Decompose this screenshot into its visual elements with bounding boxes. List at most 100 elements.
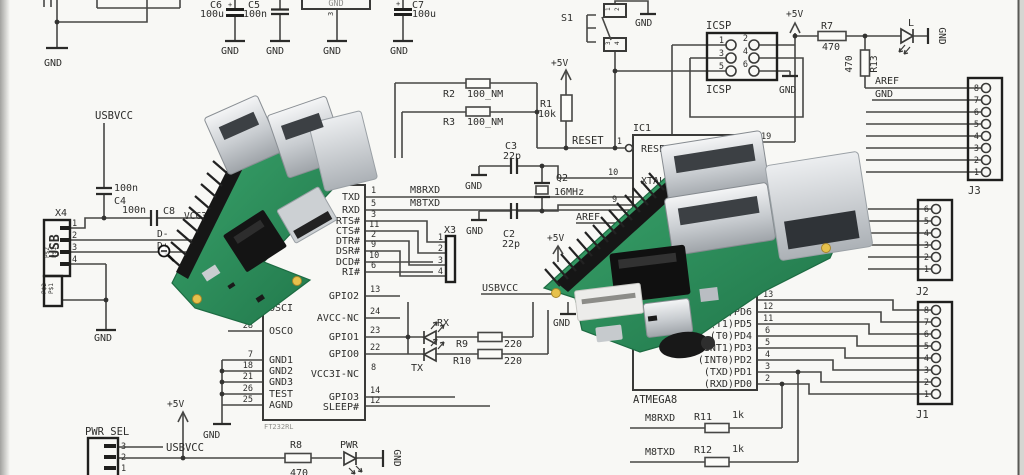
ft-sleep: SLEEP# [323,402,359,413]
icsp-pin2: 2 [743,34,748,44]
r2-value: 100_NM [467,89,503,100]
c5-ref: C5 [248,0,260,11]
ft-gpio3-num: 14 [370,386,380,396]
r1-ref: R1 [540,99,552,110]
ft-gpio2-num: 13 [370,285,380,295]
led-l-gnd: GND [936,27,947,44]
ic1-pd4: (T0)PD4 [710,331,752,342]
plus5v-arrows [177,21,801,423]
x4-pin4: 4 [72,255,77,265]
right-page-margin [1019,0,1024,475]
r11-value: 1k [732,410,744,421]
usb-slot [218,111,260,140]
j1-pin4: 4 [924,354,929,364]
ic1-pd0: (RXD)PD0 [704,379,752,390]
s1-pin2: 2 [614,7,621,11]
icsp-pin5: 5 [719,62,724,72]
ft-agnd-num: 25 [243,395,253,405]
ft-txd-num: 1 [371,186,376,196]
r3-value: 100_NM [467,117,503,128]
icsp-pin6: 6 [743,60,748,70]
main-5v-label: +5V [786,9,803,20]
r11-ref: R11 [694,412,712,423]
resistor-symbols [284,30,871,468]
c7-ref: C7 [412,0,424,11]
x4-pad-a: P$1 [51,247,58,258]
ft-gnd2: GND2 [269,366,293,377]
x3-pin1: 1 [438,233,443,243]
mounting-hole [292,276,302,286]
c4-value: 100n [114,183,138,194]
j3-pin3: 3 [974,144,979,154]
ft-gpio3: GPIO3 [329,392,359,403]
pwr-led-label: PWR [340,440,359,451]
ft-gnd1-num: 7 [248,350,253,360]
icsp-label-bottom: ICSP [706,84,731,96]
connector-x3 [444,234,457,284]
r11-net: M8RXD [645,413,675,424]
mounting-hole [551,288,561,298]
q2-ref: Q2 [556,173,568,184]
c6-value: 100u [200,9,224,20]
c5-gnd: GND [266,46,284,57]
pwr-usbvcc-label: USBVCC [166,442,204,454]
connector-j2 [916,198,954,282]
ft232rl-label: FT232RL [264,423,294,431]
x3-pin2: 2 [438,244,443,254]
pwr-pin3: 3 [121,442,126,452]
ft-rts: RTS# [336,216,360,227]
ft-dtr-num: 2 [371,230,376,240]
r8-ref: R8 [290,440,302,451]
j3-pin5: 5 [974,120,979,130]
j2-pin5: 5 [924,217,929,227]
r7-value: 470 [822,42,840,53]
j2-pin3: 3 [924,241,929,251]
tx-led-label: TX [411,363,423,374]
r9-ref: R9 [456,339,468,350]
smd-part [255,294,265,303]
usb-dminus-label: D- [157,229,168,240]
x4-gnd: GND [94,333,112,344]
ft-sleep-num: 12 [370,396,380,406]
j3-pin1: 1 [974,168,979,178]
c2-gnd: GND [466,226,483,237]
micro-usb-icon [595,324,623,343]
ic1-pd1: (TXD)PD1 [704,367,752,378]
regulator-gnd-pin-label: GND [328,0,343,9]
r13-value: 470 [844,55,855,72]
micro-usb-icon [201,264,221,282]
ic1-ref: IC1 [633,123,651,134]
led-emission-arrows [348,44,911,475]
ic1-pin11-num: 11 [763,314,773,324]
regulator-box [301,0,371,10]
connector-j3 [966,76,1004,182]
j2-pin1: 1 [924,265,929,275]
pwr-pin1: 1 [121,464,126,474]
r12-ref: R12 [694,445,712,456]
smd-part [647,315,658,322]
r1-5v-label: +5V [551,58,568,69]
connector-icsp [705,31,779,82]
c6-plus: + [228,1,232,9]
m8rxd-net-label: M8RXD [410,185,440,196]
smd-chip [699,286,719,303]
icsp-label-top: ICSP [706,20,731,32]
ft-dtr: DTR# [336,236,360,247]
gpio-header-pins [544,172,665,287]
c8-ref: C8 [163,206,175,217]
c6-ref: C6 [210,0,222,11]
ethernet-slot [784,210,860,250]
reset-switch-s1 [586,3,627,52]
ft-test-num: 26 [243,384,253,394]
capacitor-plates [96,8,550,226]
ic1-pd3: (INT1)PD3 [698,343,752,354]
icsp-gnd: GND [779,85,796,96]
j3-ref: J3 [968,185,981,197]
mid-5v-label: +5V [547,233,564,244]
chip-shine [233,219,265,244]
j1-ref: J1 [916,409,929,421]
corner-gnd-label: GND [44,58,62,69]
usbvcc-net-label: USBVCC [95,110,133,122]
